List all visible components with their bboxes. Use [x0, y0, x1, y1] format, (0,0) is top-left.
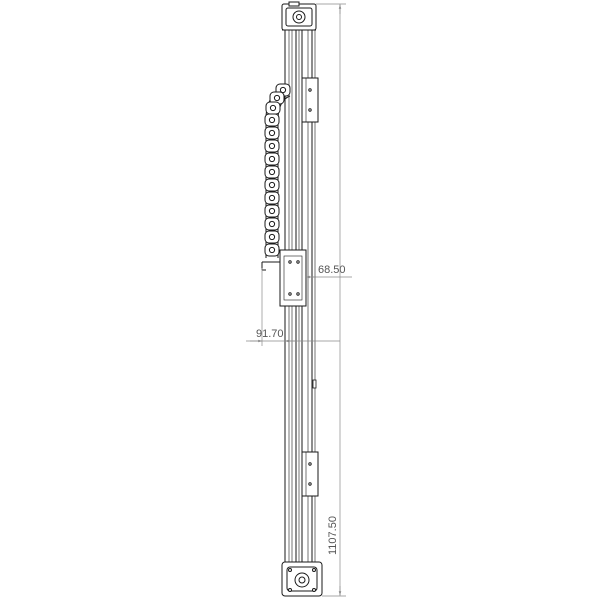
- dimension-label-rail-offset: 91.70: [256, 328, 284, 340]
- chain-inner-rail: [277, 95, 291, 258]
- chain-link-pin: [268, 233, 276, 241]
- chain-link-pin: [268, 207, 276, 215]
- carriage: [261, 249, 307, 307]
- chain-link-pin: [268, 181, 276, 189]
- top-end-cap: [281, 1, 317, 31]
- cable-drag-chain: [264, 83, 291, 258]
- chain-link-pin: [268, 168, 276, 176]
- chain-link-pin: [273, 94, 281, 102]
- chain-link-pin: [268, 246, 276, 254]
- rail-mark: [312, 379, 317, 389]
- dimension-label-overall-length: 1107.50: [327, 516, 339, 555]
- chain-link-pin: [268, 116, 276, 124]
- upper-clamp: [301, 77, 319, 123]
- bottom-end-cap: [281, 561, 323, 597]
- chain-link-pin: [268, 129, 276, 137]
- chain-link-pin: [268, 194, 276, 202]
- dimension-rail-offset: [246, 268, 340, 346]
- chain-link-pin: [269, 104, 277, 112]
- chain-link-pin: [279, 86, 287, 94]
- chain-link-pin: [268, 142, 276, 150]
- chain-link-pin: [268, 155, 276, 163]
- chain-link-pin: [268, 220, 276, 228]
- dimension-overall-length: [316, 3, 346, 597]
- lower-clamp: [301, 451, 319, 497]
- dimension-label-carriage-offset: 68.50: [318, 264, 346, 276]
